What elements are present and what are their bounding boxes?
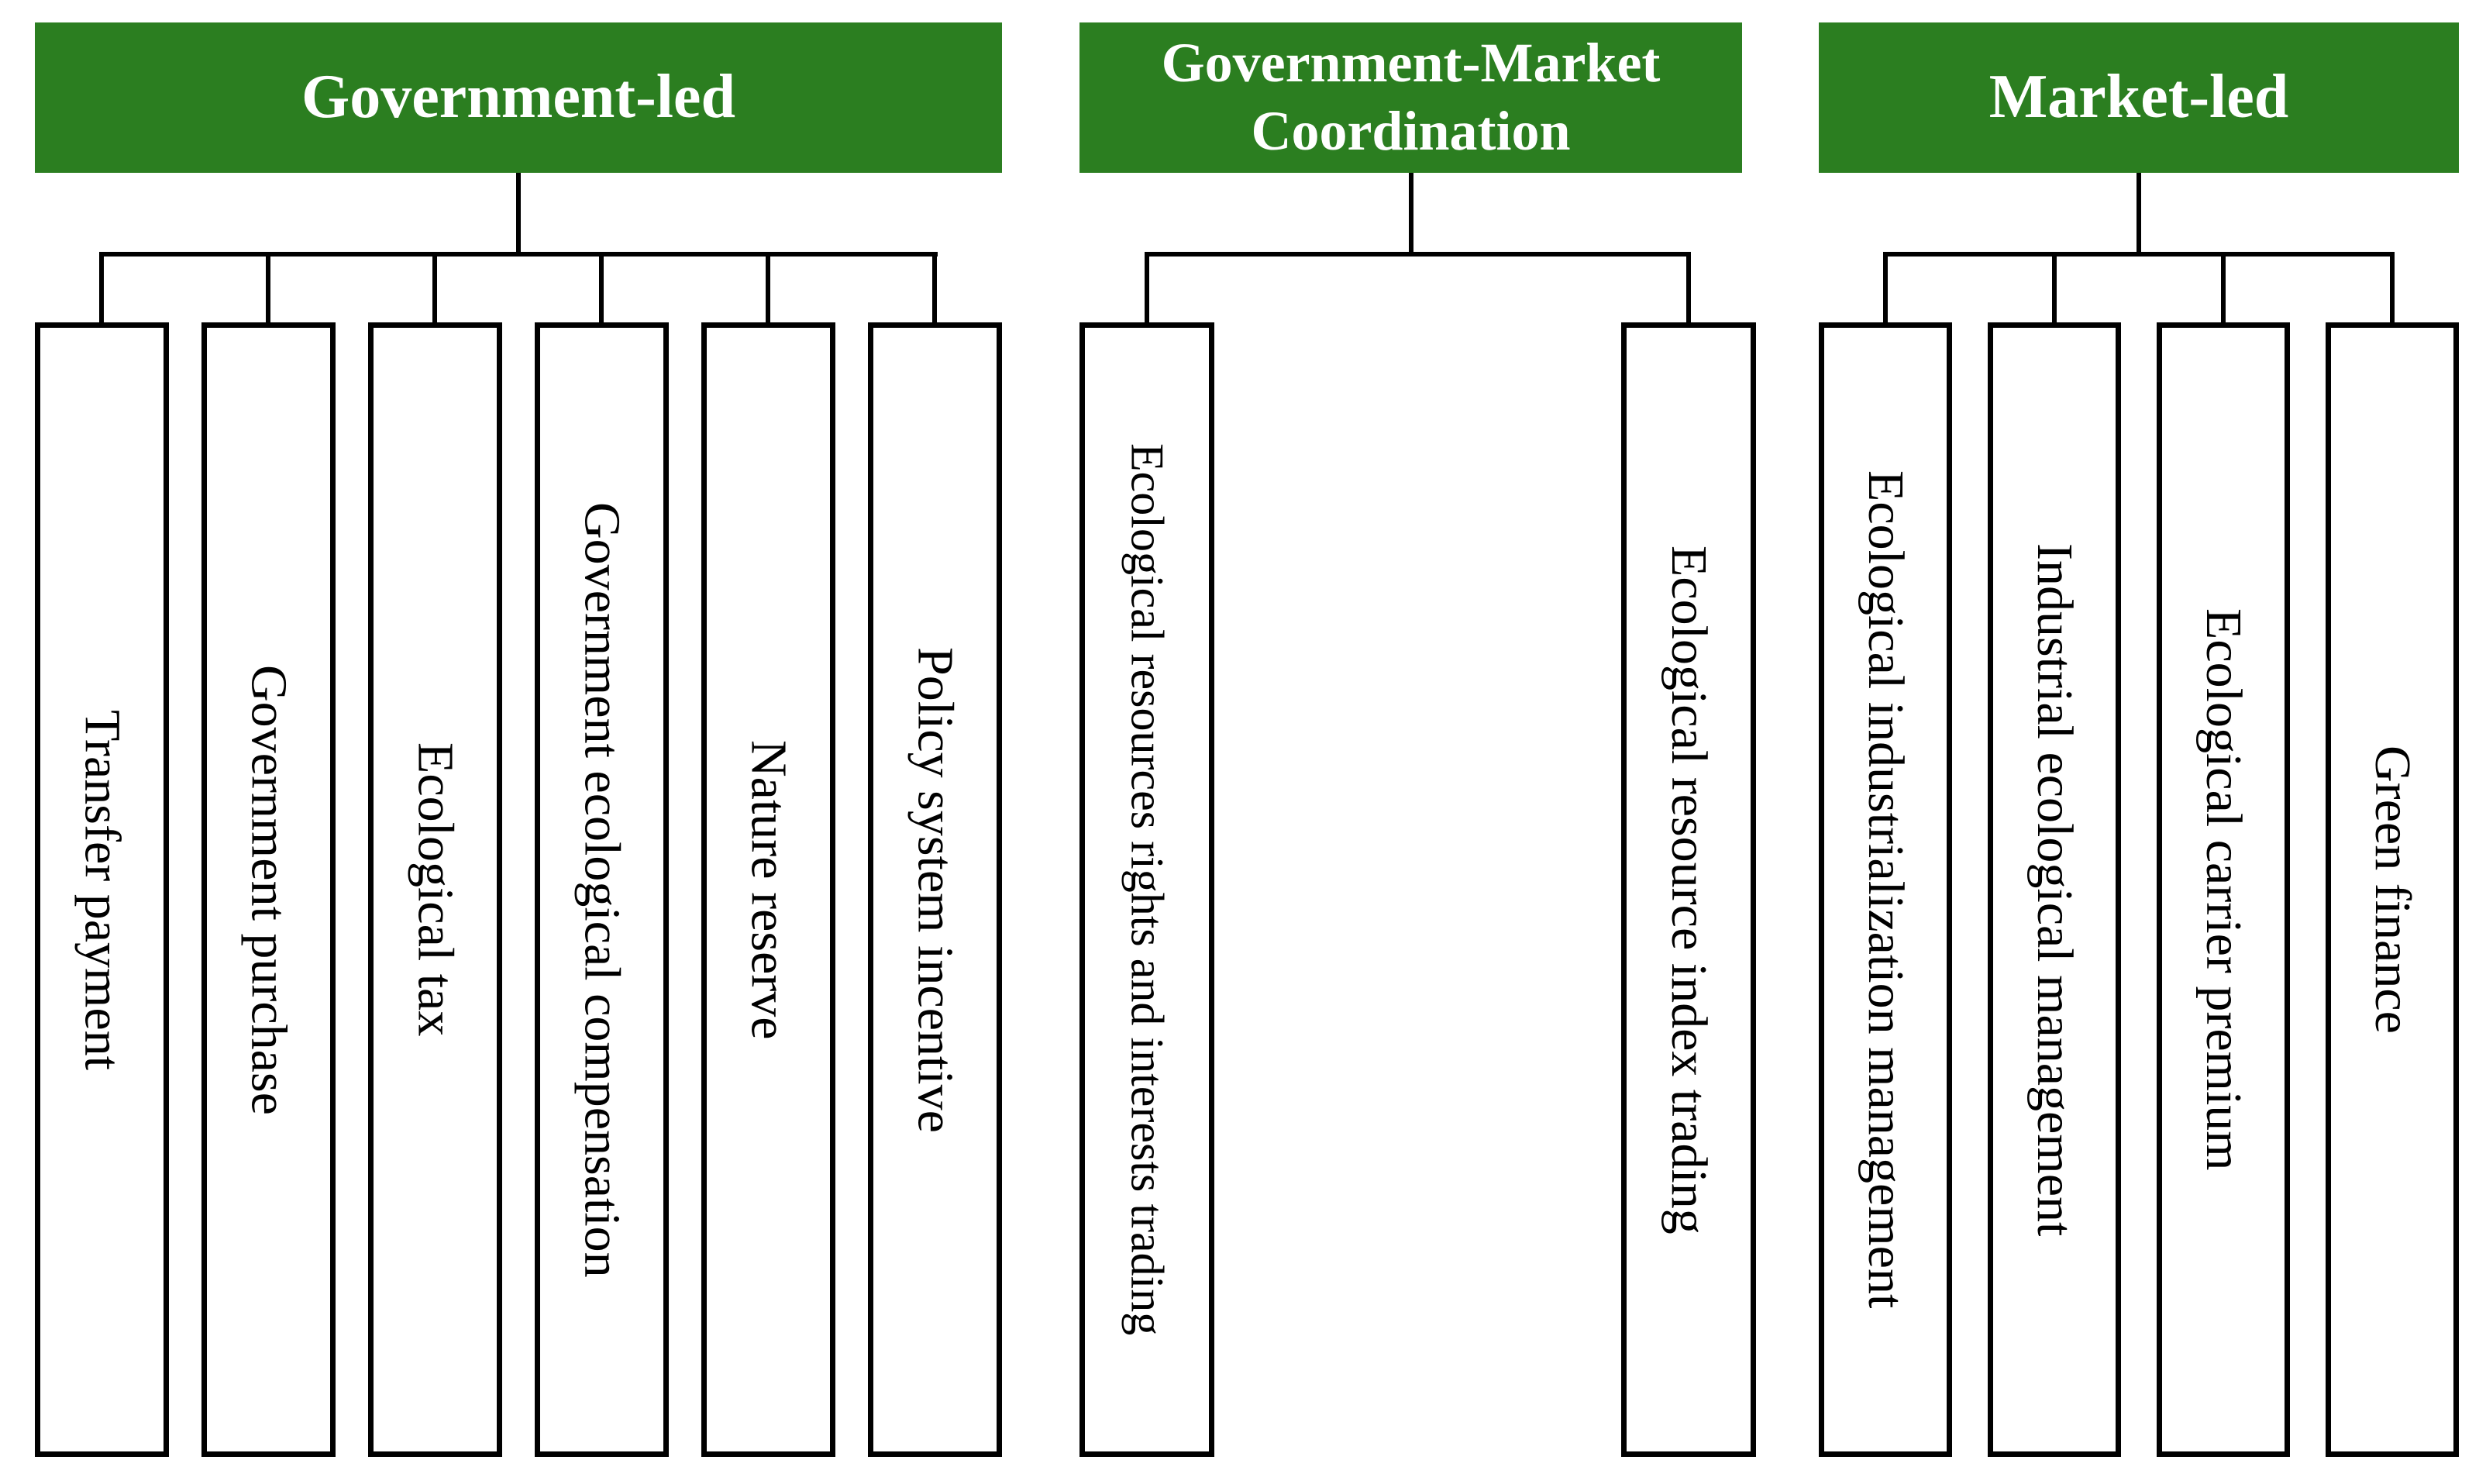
leaf-box-nature-reserve: Nature reserve [701, 322, 835, 1457]
connector-stub [1686, 252, 1691, 322]
connector-rail [1145, 252, 1691, 257]
connector-stub [2390, 252, 2395, 322]
group-market-led: Market-led Ecological industrialization … [1819, 22, 2459, 1457]
leaf-box-green-finance: Green finance [2326, 322, 2459, 1457]
leaf-box-ecological-carrier-premium: Ecological carrier premium [2157, 322, 2290, 1457]
leaf-box-government-ecological-compensation: Government ecological compensation [535, 322, 669, 1457]
leaf-box-label: Green finance [2364, 745, 2421, 1034]
connector-stem [2137, 173, 2141, 252]
connector-stub [1883, 252, 1888, 322]
leaf-box-government-purchase: Government purchase [201, 322, 336, 1457]
group-government-market-coordination: Government-Market Coordination Ecologica… [1079, 22, 1756, 1457]
connector-stub [599, 252, 604, 322]
connector-market-led [1819, 173, 2459, 322]
connector-rail [1883, 252, 2395, 257]
connector-stem [516, 173, 521, 252]
group-title-market-led: Market-led [1988, 63, 2289, 132]
connector-stub [432, 252, 437, 322]
group-header-market-led: Market-led [1819, 22, 2459, 173]
connector-stem [1409, 173, 1413, 252]
box-row-government-led: Transfer payment Government purchase Eco… [35, 322, 1002, 1457]
connector-government-market-coordination [1079, 173, 1756, 322]
box-row-market-led: Ecological industrialization management … [1819, 322, 2459, 1457]
leaf-box-label: Ecological industrialization management [1858, 470, 1914, 1309]
group-government-led: Government-led Transfer payment Governme… [35, 22, 1002, 1457]
connector-stub [1145, 252, 1149, 322]
leaf-box-label: Nature reserve [740, 739, 797, 1040]
leaf-box-label: Policy system incentive [907, 646, 964, 1133]
connector-stub [99, 252, 104, 322]
group-header-government-led: Government-led [35, 22, 1002, 173]
connector-rail [99, 252, 938, 257]
leaf-box-ecological-resources-rights-trading: Ecological resources rights and interest… [1079, 322, 1214, 1457]
connector-government-led [35, 173, 1002, 322]
leaf-box-ecological-tax: Ecological tax [368, 322, 502, 1457]
leaf-box-label: Ecological resources rights and interest… [1121, 443, 1173, 1336]
leaf-box-transfer-payment: Transfer payment [35, 322, 169, 1457]
connector-stub [266, 252, 270, 322]
leaf-box-label: Ecological tax [407, 742, 464, 1037]
connector-stub [766, 252, 770, 322]
group-header-government-market-coordination: Government-Market Coordination [1079, 22, 1742, 173]
leaf-box-policy-system-incentive: Policy system incentive [868, 322, 1002, 1457]
connector-stub [2221, 252, 2226, 322]
box-row-government-market-coordination: Ecological resources rights and interest… [1079, 322, 1756, 1457]
group-title-government-market-coordination: Government-Market Coordination [1161, 32, 1661, 162]
leaf-box-industrial-ecological-management: Industrial ecological management [1988, 322, 2121, 1457]
group-title-government-led: Government-led [301, 63, 735, 132]
leaf-box-label: Government purchase [240, 664, 298, 1115]
leaf-box-ecological-industrialization-management: Ecological industrialization management [1819, 322, 1952, 1457]
leaf-box-label: Industrial ecological management [2026, 542, 2083, 1237]
leaf-box-ecological-resource-index-trading: Ecological resource index trading [1621, 322, 1756, 1457]
leaf-box-label: Transfer payment [74, 709, 131, 1070]
connector-stub [932, 252, 937, 322]
connector-stub [2052, 252, 2057, 322]
leaf-box-label: Government ecological compensation [573, 501, 631, 1278]
leaf-box-label: Ecological resource index trading [1661, 545, 1717, 1234]
leaf-box-label: Ecological carrier premium [2195, 608, 2252, 1171]
